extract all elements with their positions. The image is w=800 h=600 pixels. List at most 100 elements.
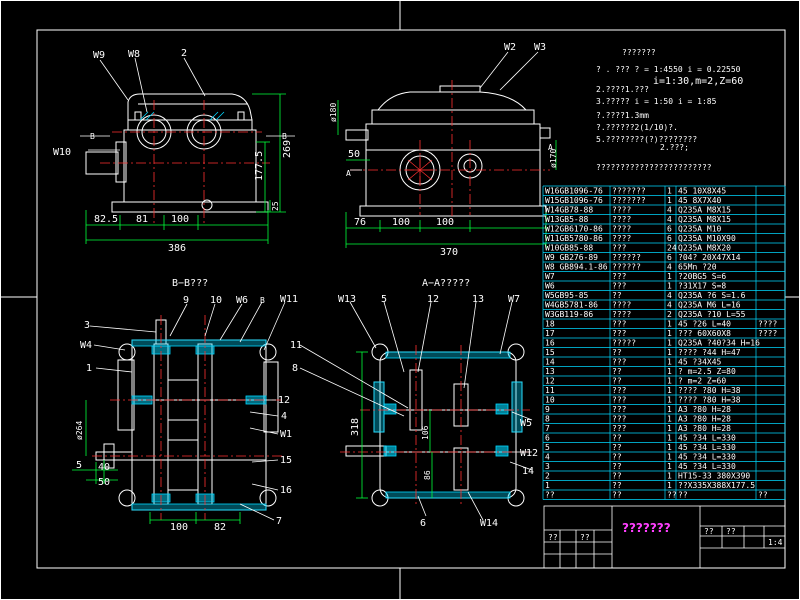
parts-table-cell: W7 (545, 272, 555, 281)
section-a-label-w5: W5 (520, 418, 532, 429)
parts-table-cell: ?? (612, 348, 622, 357)
parts-table-cell: ??? (612, 320, 627, 329)
notes-line-7: 5.????????(?)???????? (596, 135, 697, 144)
parts-table-cell: 4 (667, 263, 672, 272)
front-dim-100: 100 (171, 214, 189, 225)
parts-table-cell: ?? (758, 491, 768, 500)
side-section-mark-right: A (548, 143, 553, 152)
parts-table-cell: 5 (545, 443, 550, 452)
side-dim-d180: ø180 (329, 103, 338, 122)
parts-table-cell: 4 (545, 453, 550, 462)
parts-table-cell: ??? (612, 329, 627, 338)
parts-table-cell: 1 (667, 377, 672, 386)
parts-table-cell: ??????? (612, 187, 646, 196)
notes-heading: ??????? (622, 48, 656, 57)
parts-table-cell: ?? (612, 453, 622, 462)
parts-table-cell: ?? (612, 491, 622, 500)
section-b-dim-d264: ø264 (75, 421, 84, 440)
parts-table-cell: ?? (678, 491, 688, 500)
section-b-hatch (131, 339, 267, 511)
side-dim-50: 50 (348, 149, 360, 160)
parts-table-cell: W3GB119-86 (545, 310, 593, 319)
parts-table-cell: 1 (667, 187, 672, 196)
side-section-mark-left: A (346, 169, 351, 178)
parts-table-cell: Q235A M10 (678, 225, 722, 234)
technical-notes: ??????? ? . ??? ? = 1:4550 i = 0.22550 i… (596, 48, 743, 172)
parts-table-cell: 1 (667, 443, 672, 452)
section-b-dim-82: 82 (214, 522, 226, 533)
parts-table-cell: Q235A M6 L=16 (678, 301, 741, 310)
parts-table-cell: ? m=2.5 Z=80 (678, 367, 736, 376)
title-cell-3: ?? (704, 527, 714, 536)
title-block (543, 505, 786, 569)
title-cell-2: ?? (580, 533, 590, 542)
parts-table-cell: 4 (667, 215, 672, 224)
parts-table-cell: W8 GB894.1-86 (545, 263, 608, 272)
parts-table-cell: 9 (545, 405, 550, 414)
section-a-label-8: 8 (292, 363, 298, 374)
parts-table-cell: 3 (545, 462, 550, 471)
parts-table-cell: ??? (612, 282, 627, 291)
parts-table-cell: 45 ?34 L=330 (678, 453, 736, 462)
section-b-dimensions (72, 400, 241, 524)
parts-table-cell: ?? (612, 434, 622, 443)
parts-table-cell: ?? (612, 367, 622, 376)
parts-table-cell: Q235A ?40?34 H=16 (678, 339, 760, 348)
parts-table-cell: W14GB78-88 (545, 206, 593, 215)
parts-table-cell: ?04? 20X47X14 (678, 253, 741, 262)
parts-table-cell: ??X335X388X177.5 (678, 481, 755, 490)
side-dim-d170: ø170 (549, 149, 558, 168)
section-b-label-4: 4 (281, 411, 287, 422)
notes-line-2: i=1:30,m=2,Z=60 (653, 76, 743, 87)
parts-table-cell: A3 ?80 H=28 (678, 405, 731, 414)
parts-table-cell: ???? (612, 215, 631, 224)
side-dim-76: 76 (354, 217, 366, 228)
side-view (345, 85, 551, 217)
parts-table-cell: 1 (667, 415, 672, 424)
parts-table-cell: 45 10X8X45 (678, 187, 726, 196)
section-b-label-15: 15 (280, 455, 292, 466)
parts-table-cell: 8 (545, 415, 550, 424)
parts-table-cell: 1 (667, 405, 672, 414)
parts-table-cell: ??? (612, 405, 627, 414)
parts-table-cell: ??? (612, 386, 627, 395)
parts-table-cell: W13GB5-88 (545, 215, 589, 224)
parts-table-cell: Q235A ?6 S=1.6 (678, 291, 746, 300)
parts-table-cell: W9 GB276-89 (545, 253, 598, 262)
parts-table-cell: ???? (612, 301, 631, 310)
parts-table-cell: 6 (545, 434, 550, 443)
front-dim-82-5: 82.5 (94, 214, 118, 225)
parts-table-cell: W15GB1096-76 (545, 196, 603, 205)
parts-table-cell: 18 (545, 320, 555, 329)
section-b-dim-40: 40 (98, 462, 110, 473)
parts-table-cell: ???? ?44 H=47 (678, 348, 741, 357)
parts-table-cell: 1 (667, 481, 672, 490)
notes-line-1: ? . ??? ? = 1:4550 i = 0.22550 (596, 65, 741, 74)
parts-table-cell: 4 (667, 301, 672, 310)
parts-table-cell: 6 (667, 225, 672, 234)
section-a-label-11: 11 (290, 340, 302, 351)
section-b-title: B−B??? (172, 278, 208, 289)
parts-table-cell: 1 (667, 386, 672, 395)
parts-table-cell: Q235A M10X90 (678, 234, 736, 243)
parts-table-cell: 1 (667, 272, 672, 281)
parts-table-cell: 15 (545, 348, 555, 357)
parts-table-cell: ?? (612, 472, 622, 481)
parts-table-cell: 14 (545, 358, 555, 367)
parts-table-cell: 6 (667, 234, 672, 243)
section-a-centerlines (340, 345, 530, 505)
section-a-dimensions (356, 351, 433, 499)
front-view-hatch (139, 111, 225, 121)
section-a-dim-106: 106 (421, 425, 430, 440)
parts-table-cell: ??????? (612, 196, 646, 205)
parts-table-cell: ???? ?80 H=38 (678, 396, 741, 405)
side-dim-100-b: 100 (436, 217, 454, 228)
section-a-label-6: 6 (420, 518, 426, 529)
parts-table-cell: ??? 60X60X8 (678, 329, 731, 338)
section-b-label-b: B (260, 296, 265, 305)
parts-table-cell: 1 (667, 329, 672, 338)
parts-table-cell: 24 (667, 244, 677, 253)
parts-table-cell: 45 8X7X40 (678, 196, 722, 205)
section-a-leaders (299, 301, 533, 521)
